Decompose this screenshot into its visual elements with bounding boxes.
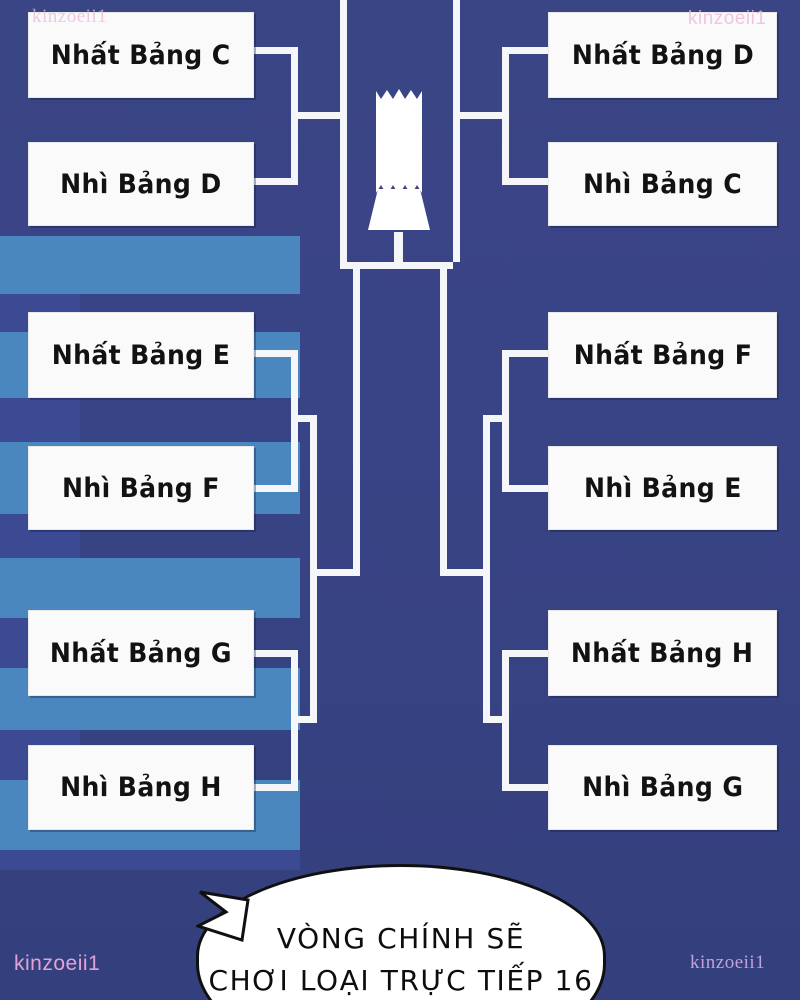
trophy-icon [368,85,430,230]
trophy-stem [394,232,403,264]
bracket-connector [502,485,548,492]
bracket-slot[interactable]: Nhất Bảng E [28,312,254,398]
bracket-slot-label: Nhì Bảng E [583,472,742,504]
speech-bubble [196,864,606,1000]
bracket-slot[interactable]: Nhất Bảng H [548,610,777,696]
bracket-connector [252,650,298,657]
bracket-connector [502,178,548,185]
bracket-slot-label: Nhì Bảng G [581,772,744,803]
bracket-connector [353,262,360,576]
bracket-slot[interactable]: Nhất Bảng D [548,12,777,98]
bracket-connector [291,112,347,119]
bracket-slot[interactable]: Nhì Bảng E [548,446,777,530]
bracket-connector [453,0,460,262]
bracket-connector [291,415,317,422]
background-band [0,236,300,294]
bracket-slot[interactable]: Nhì Bảng H [28,745,254,830]
bracket-slot-label: Nhì Bảng D [60,168,222,200]
bracket-connector [252,47,298,54]
background-band [0,558,300,618]
bracket-slot-label: Nhất Bảng H [571,637,754,669]
bracket-slot-label: Nhất Bảng E [51,339,231,371]
bracket-connector [502,650,548,657]
final-connector-bar [340,262,453,269]
bracket-slot[interactable]: Nhất Bảng G [28,610,254,696]
bracket-connector [502,350,548,357]
bracket-connector [340,0,347,262]
bracket-slot-label: Nhất Bảng G [50,637,232,669]
bracket-connector [252,485,298,492]
bracket-slot[interactable]: Nhì Bảng C [548,142,777,226]
bracket-slot[interactable]: Nhất Bảng F [548,312,777,398]
bracket-slot-label: Nhất Bảng C [51,39,231,71]
bracket-connector [291,716,317,723]
bracket-slot[interactable]: Nhất Bảng C [28,12,254,98]
bracket-slot-label: Nhất Bảng D [571,39,754,71]
background-band [0,850,300,870]
bracket-connector [310,569,360,576]
bracket-slot-label: Nhất Bảng F [573,339,752,371]
bracket-connector [483,415,509,422]
bracket-connector [252,784,298,791]
bracket-connector [502,47,548,54]
bracket-slot-label: Nhì Bảng F [62,472,220,504]
bracket-connector [440,569,490,576]
bracket-connector [483,716,509,723]
bracket-connector [502,784,548,791]
speech-bubble-tail [196,890,250,942]
bracket-slot-label: Nhì Bảng C [582,168,743,200]
bracket-connector [252,350,298,357]
background-band [0,398,80,442]
bracket-slot-label: Nhì Bảng H [60,772,222,803]
bracket-slot[interactable]: Nhì Bảng F [28,446,254,530]
bracket-connector [440,262,447,576]
bracket-slot[interactable]: Nhì Bảng D [28,142,254,226]
bracket-connector [453,112,509,119]
bracket-connector [252,178,298,185]
bracket-slot[interactable]: Nhì Bảng G [548,745,777,830]
